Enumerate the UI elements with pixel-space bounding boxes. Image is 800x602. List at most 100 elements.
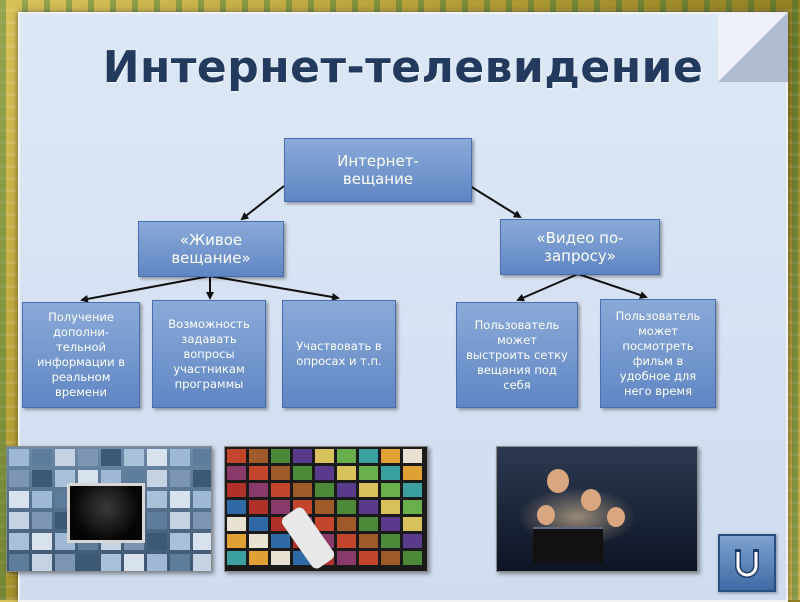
leaf-line: тельной <box>56 340 106 354</box>
leaf-line: себя <box>503 377 531 392</box>
channel-tile <box>337 534 356 548</box>
channel-tile <box>359 483 378 497</box>
video-wall-tile <box>147 512 167 529</box>
channel-tile <box>403 517 422 531</box>
video-wall-tile <box>101 554 121 571</box>
connector-arrows <box>80 185 648 303</box>
channel-tile <box>315 517 334 531</box>
video-wall-tile <box>55 554 75 571</box>
video-wall-tile <box>9 512 29 529</box>
channel-tile <box>381 500 400 514</box>
channel-tile <box>381 551 400 565</box>
node-label-line: Интернет- <box>337 152 419 170</box>
video-wall-tile <box>78 449 98 466</box>
video-wall-tile <box>101 470 121 487</box>
person-head-image <box>581 489 601 511</box>
channel-tile <box>271 483 290 497</box>
leaf-vod-watch-anytime: Пользователь может посмотреть фильм в уд… <box>600 299 716 408</box>
video-wall-tile <box>147 449 167 466</box>
video-wall-tile <box>193 491 211 508</box>
node-label-line: вещание» <box>171 249 251 267</box>
leaf-line: программы <box>174 376 244 391</box>
node-internet-broadcasting: Интернет- вещание <box>284 138 472 202</box>
return-arrow-icon <box>735 549 759 578</box>
video-wall-tile <box>124 470 144 487</box>
channel-tile <box>381 534 400 548</box>
node-label-line: «Видео по- <box>536 229 624 247</box>
leaf-line: выстроить сетку <box>466 347 568 362</box>
video-wall-tile <box>147 470 167 487</box>
channel-tile <box>271 534 290 548</box>
channel-tile <box>315 466 334 480</box>
leaf-line: дополни- <box>52 325 110 339</box>
channel-tile <box>227 449 246 463</box>
video-wall-tile <box>9 470 29 487</box>
person-head-image <box>607 507 625 527</box>
channel-tile <box>403 466 422 480</box>
channel-tile <box>337 551 356 565</box>
arrow-vod-to-item2 <box>577 273 648 299</box>
video-wall-tile <box>170 554 190 571</box>
channel-tile <box>403 500 422 514</box>
arrow-live-to-item1 <box>80 275 211 303</box>
video-wall-tile <box>32 533 52 550</box>
channel-tile <box>337 517 356 531</box>
node-video-on-demand: «Видео по- запросу» <box>500 219 660 275</box>
arrow-vod-to-item1 <box>516 273 579 302</box>
leaf-line: Получение <box>48 310 114 324</box>
photo-family-laptop <box>496 446 698 572</box>
leaf-live-ask-questions: Возможность задавать вопросы участникам … <box>152 300 266 408</box>
channel-tile <box>337 500 356 514</box>
channel-tile <box>271 500 290 514</box>
channel-tile <box>227 483 246 497</box>
video-wall-tile <box>32 449 52 466</box>
video-wall-tile <box>193 533 211 550</box>
video-wall-tile <box>147 554 167 571</box>
channel-tile <box>315 500 334 514</box>
channel-tile <box>403 551 422 565</box>
channel-tile <box>249 483 268 497</box>
leaf-line: Участвовать в <box>296 339 382 353</box>
photo-tv-video-wall <box>6 446 212 572</box>
video-wall-tile <box>193 449 211 466</box>
channel-tile <box>315 483 334 497</box>
channel-tile <box>293 466 312 480</box>
leaf-line: участникам <box>173 361 245 376</box>
slide-title: Интернет-телевидение <box>102 42 704 93</box>
channel-tile <box>271 551 290 565</box>
video-wall-tile <box>9 449 29 466</box>
channel-tile <box>249 534 268 548</box>
video-wall-tile <box>193 470 211 487</box>
leaf-line: вопросы <box>183 346 235 361</box>
video-wall-tile <box>147 491 167 508</box>
video-wall-tile <box>170 491 190 508</box>
leaf-line: посмотреть <box>622 338 694 353</box>
node-live-broadcast: «Живое вещание» <box>138 221 284 277</box>
channel-tile <box>403 534 422 548</box>
return-button[interactable] <box>718 534 776 592</box>
leaf-line: Возможность <box>168 316 250 331</box>
node-label-line: «Живое <box>179 231 243 249</box>
slide: Интернет-телевидение Интернет- вещание «… <box>6 12 788 602</box>
video-wall-tile <box>78 470 98 487</box>
channel-tile <box>403 449 422 463</box>
channel-tile <box>249 466 268 480</box>
channel-tile <box>293 483 312 497</box>
leaf-live-extra-info: Получение дополни- тельной информации в … <box>22 302 140 408</box>
video-wall-tile <box>193 512 211 529</box>
video-wall-tile <box>9 554 29 571</box>
node-label-line: вещание <box>342 170 414 188</box>
photo-channel-grid-remote <box>224 446 428 572</box>
leaf-line: реальном <box>51 370 111 384</box>
arrow-live-to-item3 <box>209 275 340 301</box>
channel-tile <box>271 449 290 463</box>
video-wall-tile <box>78 554 98 571</box>
channel-tile <box>337 466 356 480</box>
video-wall-tile <box>170 512 190 529</box>
channel-tile <box>359 551 378 565</box>
channel-tile <box>359 466 378 480</box>
arrow-root-to-live <box>240 185 285 221</box>
channel-tile <box>249 517 268 531</box>
video-wall-tile <box>193 554 211 571</box>
channel-tile <box>403 483 422 497</box>
